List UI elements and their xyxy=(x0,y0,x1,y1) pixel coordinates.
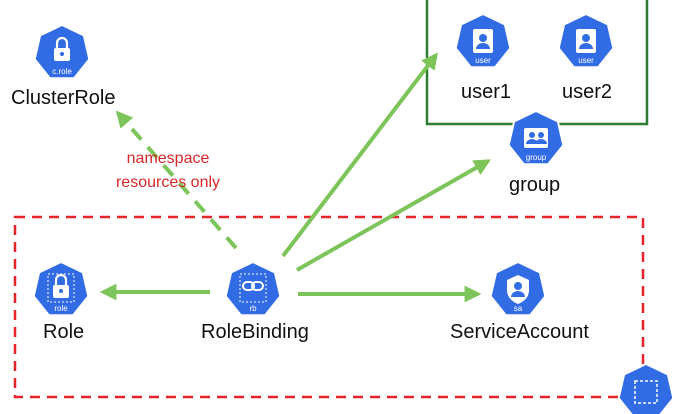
user2-label: user2 xyxy=(562,81,613,103)
edge-rolebinding-to-group xyxy=(296,159,491,272)
namespace-icon xyxy=(617,362,675,414)
shield-user-icon xyxy=(507,275,529,304)
group-icon xyxy=(524,128,548,148)
user2-icon: user xyxy=(557,12,615,69)
user-icon xyxy=(576,29,596,53)
namespace-note-line2: resources only xyxy=(115,174,221,191)
lock-icon xyxy=(54,36,70,61)
namespace-note-line1: namespace xyxy=(126,150,210,167)
namespace-note: namespace resources only xyxy=(103,147,233,195)
users-group-box xyxy=(425,0,649,126)
namespace-boundary xyxy=(13,215,645,399)
dashed-square-icon xyxy=(634,380,658,404)
serviceaccount-badge: sa xyxy=(514,304,523,313)
serviceaccount-label: ServiceAccount xyxy=(450,321,589,343)
role-badge: role xyxy=(54,304,68,313)
edges xyxy=(99,52,491,303)
group-label: group xyxy=(509,174,561,196)
lock-icon xyxy=(53,273,69,298)
role-label: Role xyxy=(43,321,85,343)
edge-rolebinding-to-user1 xyxy=(281,52,439,258)
user2-badge: user xyxy=(578,56,594,65)
user1-label: user1 xyxy=(461,81,512,103)
rolebinding-icon: rb xyxy=(224,260,282,317)
user1-badge: user xyxy=(475,56,491,65)
serviceaccount-icon: sa xyxy=(489,260,547,317)
link-icon xyxy=(242,281,264,291)
clusterrole-icon: c.role xyxy=(33,23,91,80)
user1-icon: user xyxy=(454,12,512,69)
role-icon: role xyxy=(32,260,90,317)
group-badge: group xyxy=(526,153,547,162)
clusterrole-badge: c.role xyxy=(52,67,72,76)
rolebinding-badge: rb xyxy=(249,304,257,313)
edge-rolebinding-to-clusterrole xyxy=(115,110,238,250)
group-node-icon: group xyxy=(507,109,565,166)
rolebinding-label: RoleBinding xyxy=(201,321,309,343)
clusterrole-label: ClusterRole xyxy=(11,87,116,109)
user-icon xyxy=(473,29,493,53)
